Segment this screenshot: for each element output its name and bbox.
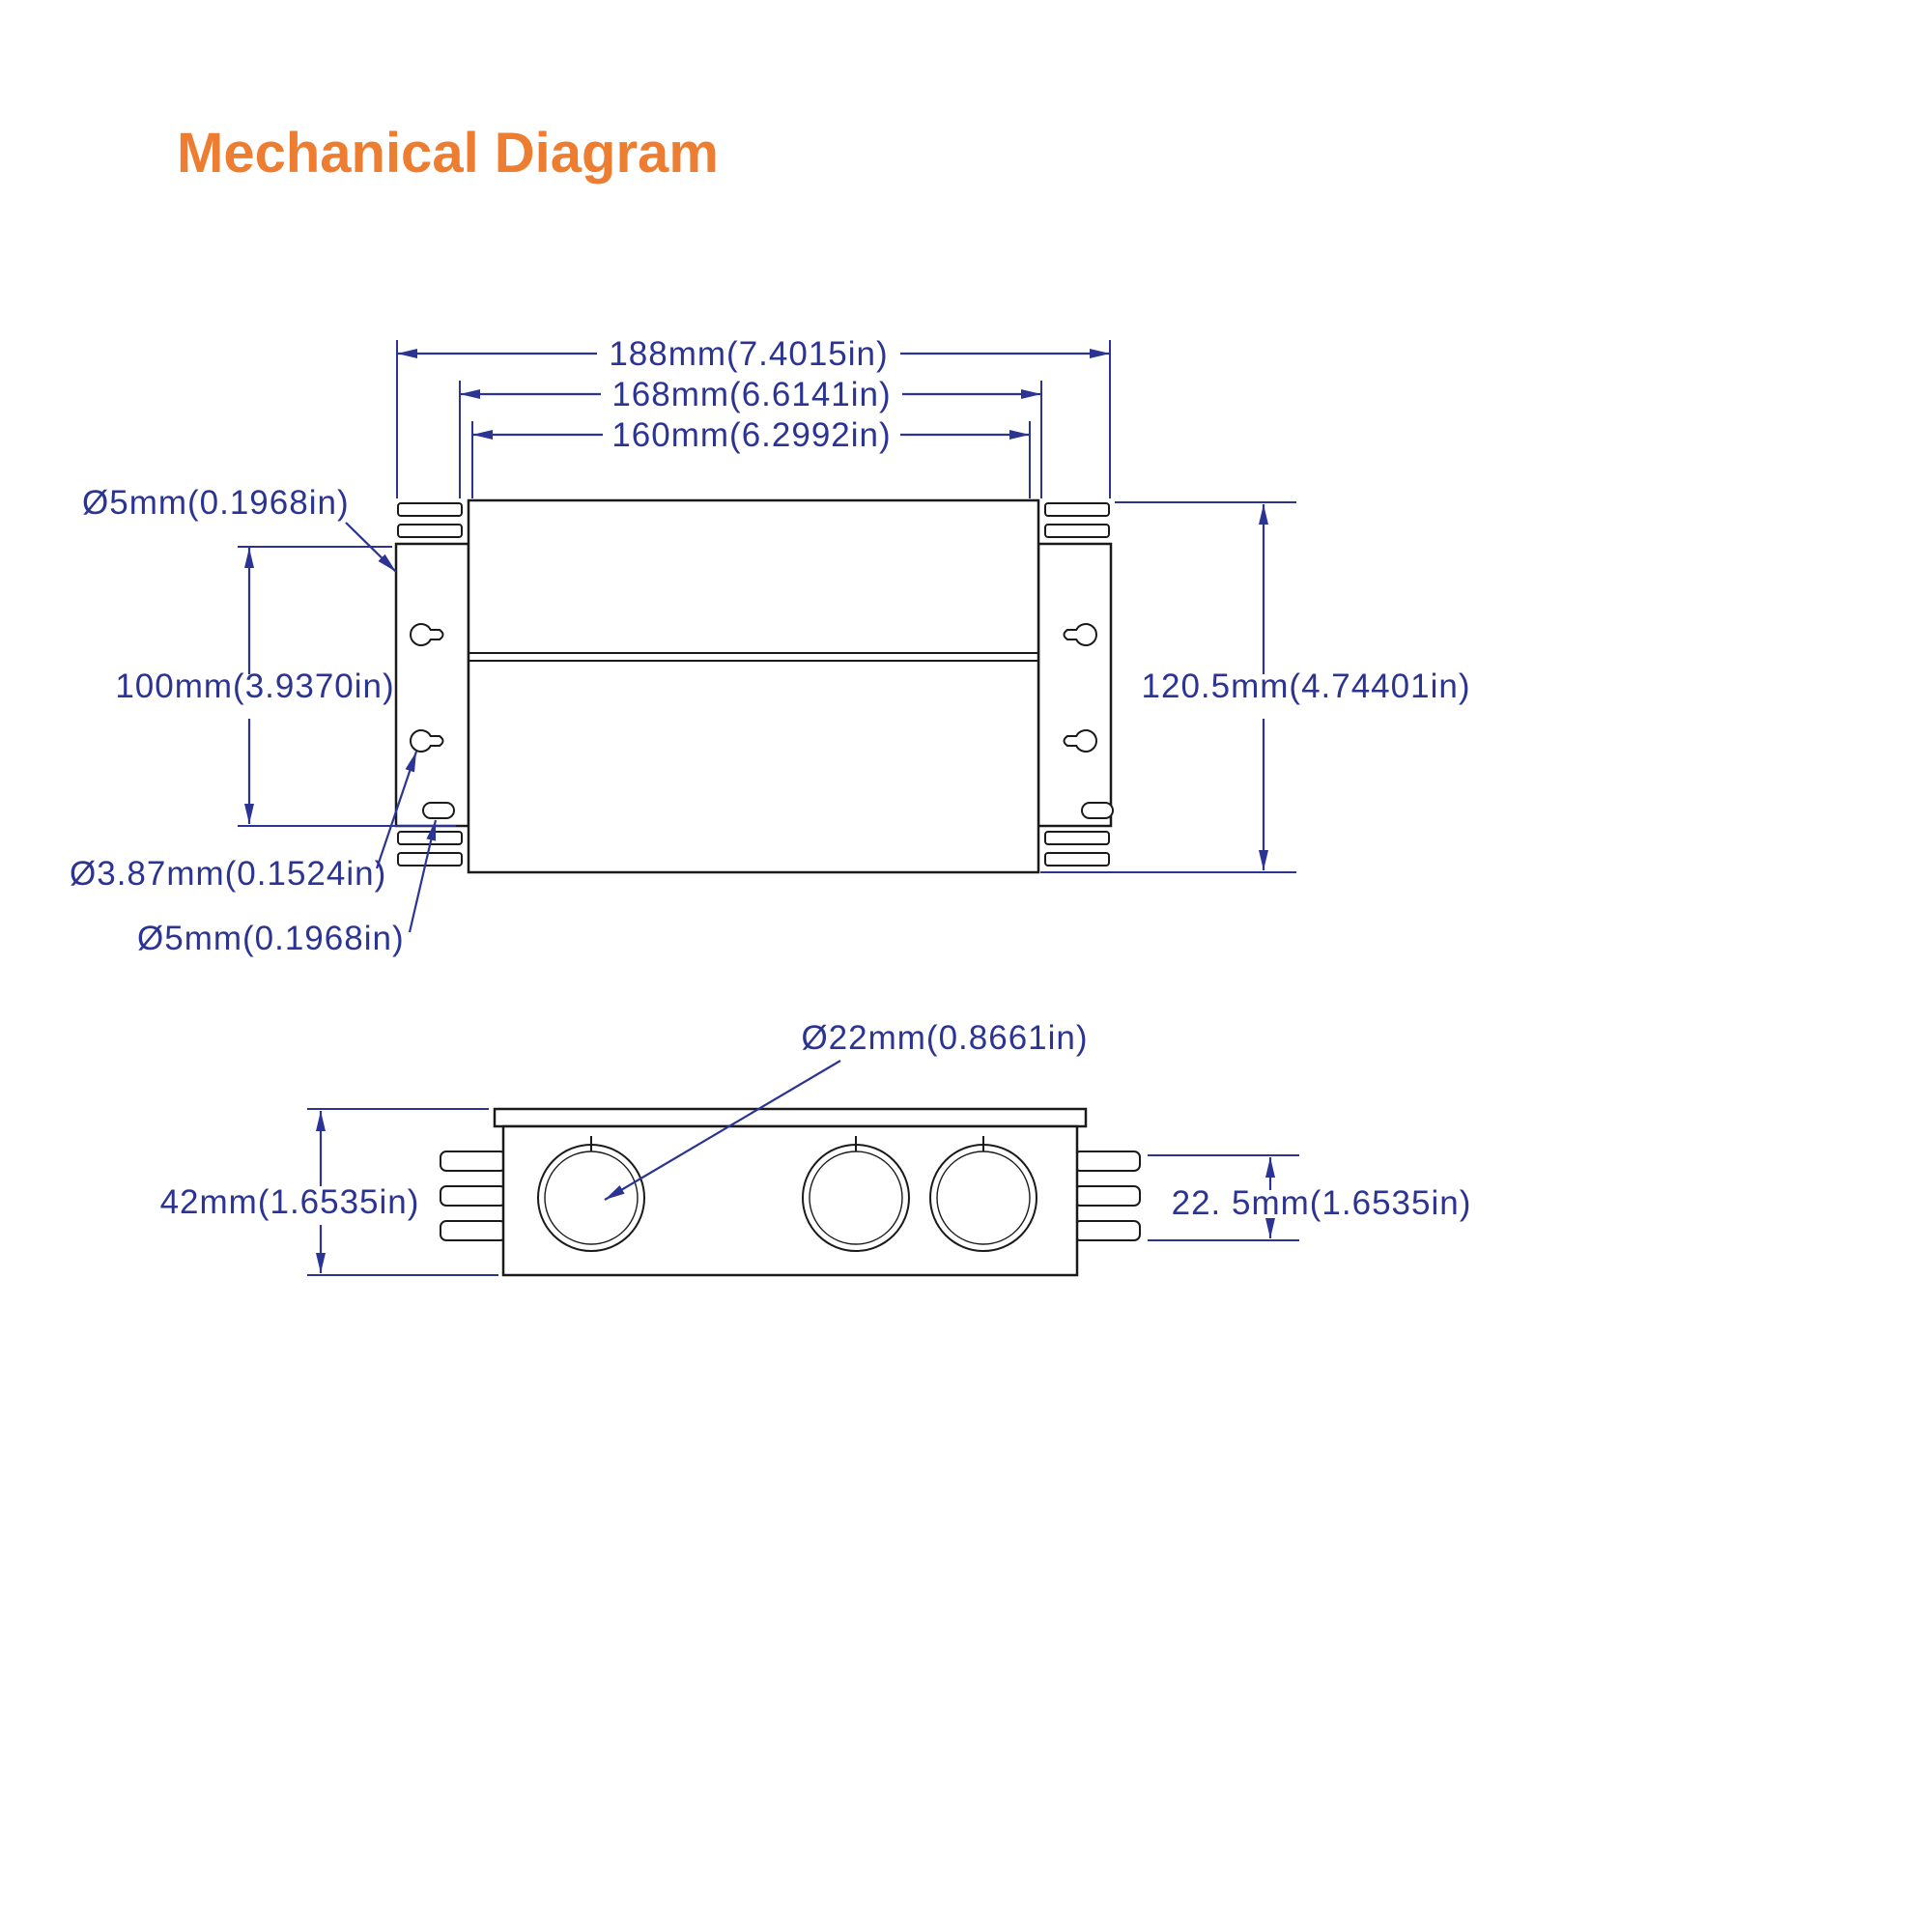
side-view-dimensions: 42mm(1.6535in) Ø22mm(0.8661in) 22. 5mm(1… xyxy=(160,1019,1472,1276)
hole-bottom-label: Ø5mm(0.1968in) xyxy=(137,920,405,957)
keyhole-slot xyxy=(1063,729,1097,753)
dim-inner-height-label: 22. 5mm(1.6535in) xyxy=(1172,1184,1472,1222)
keyhole-slot xyxy=(410,729,444,753)
side-fin xyxy=(1073,1220,1141,1241)
bracket-fin xyxy=(1044,524,1110,538)
top-flange xyxy=(493,1107,1088,1128)
bracket-fin xyxy=(1044,502,1110,517)
dim-width-mid-label: 168mm(6.6141in) xyxy=(611,376,891,413)
hole-knockout-label: Ø22mm(0.8661in) xyxy=(801,1019,1088,1057)
dim-height-mounting-label: 100mm(3.9370in) xyxy=(115,668,394,705)
dim-width-outer-label: 188mm(7.4015in) xyxy=(609,335,888,373)
leader-line xyxy=(408,819,438,933)
side-fin xyxy=(440,1185,507,1207)
dim-width-inner-label: 160mm(6.2992in) xyxy=(611,416,891,454)
oval-slot xyxy=(1081,802,1114,819)
hole-keyhole-label: Ø3.87mm(0.1524in) xyxy=(70,855,386,893)
bracket-fin xyxy=(397,502,463,517)
leader-line xyxy=(604,1060,841,1201)
top-view: 188mm(7.4015in) 168mm(6.6141in) 160mm(6.… xyxy=(70,335,1471,957)
side-view-outline xyxy=(440,1107,1141,1277)
leader-line xyxy=(345,522,397,573)
bracket-fin xyxy=(1044,852,1110,867)
dim-side-height-label: 42mm(1.6535in) xyxy=(160,1183,420,1221)
side-fin xyxy=(440,1151,507,1172)
dim-height-overall-label: 120.5mm(4.74401in) xyxy=(1142,668,1471,705)
side-body xyxy=(501,1124,1079,1277)
side-fin xyxy=(1073,1185,1141,1207)
top-view-outline xyxy=(394,498,1114,874)
top-view-dimensions: 188mm(7.4015in) 168mm(6.6141in) 160mm(6.… xyxy=(70,335,1471,957)
driver-body xyxy=(467,498,1040,874)
keyhole-slot xyxy=(410,623,444,646)
oval-slot xyxy=(422,802,455,819)
left-mounting-bracket xyxy=(394,542,470,828)
right-mounting-bracket xyxy=(1037,542,1113,828)
side-fin xyxy=(1073,1151,1141,1172)
bracket-fin xyxy=(1044,831,1110,845)
bracket-fin xyxy=(397,524,463,538)
keyhole-slot xyxy=(1063,623,1097,646)
bracket-fin xyxy=(397,852,463,867)
side-fin xyxy=(440,1220,507,1241)
side-view: 42mm(1.6535in) Ø22mm(0.8661in) 22. 5mm(1… xyxy=(160,1019,1472,1277)
page-title: Mechanical Diagram xyxy=(177,122,719,185)
leader-line xyxy=(375,751,418,869)
hole-top-left-label: Ø5mm(0.1968in) xyxy=(82,484,350,522)
